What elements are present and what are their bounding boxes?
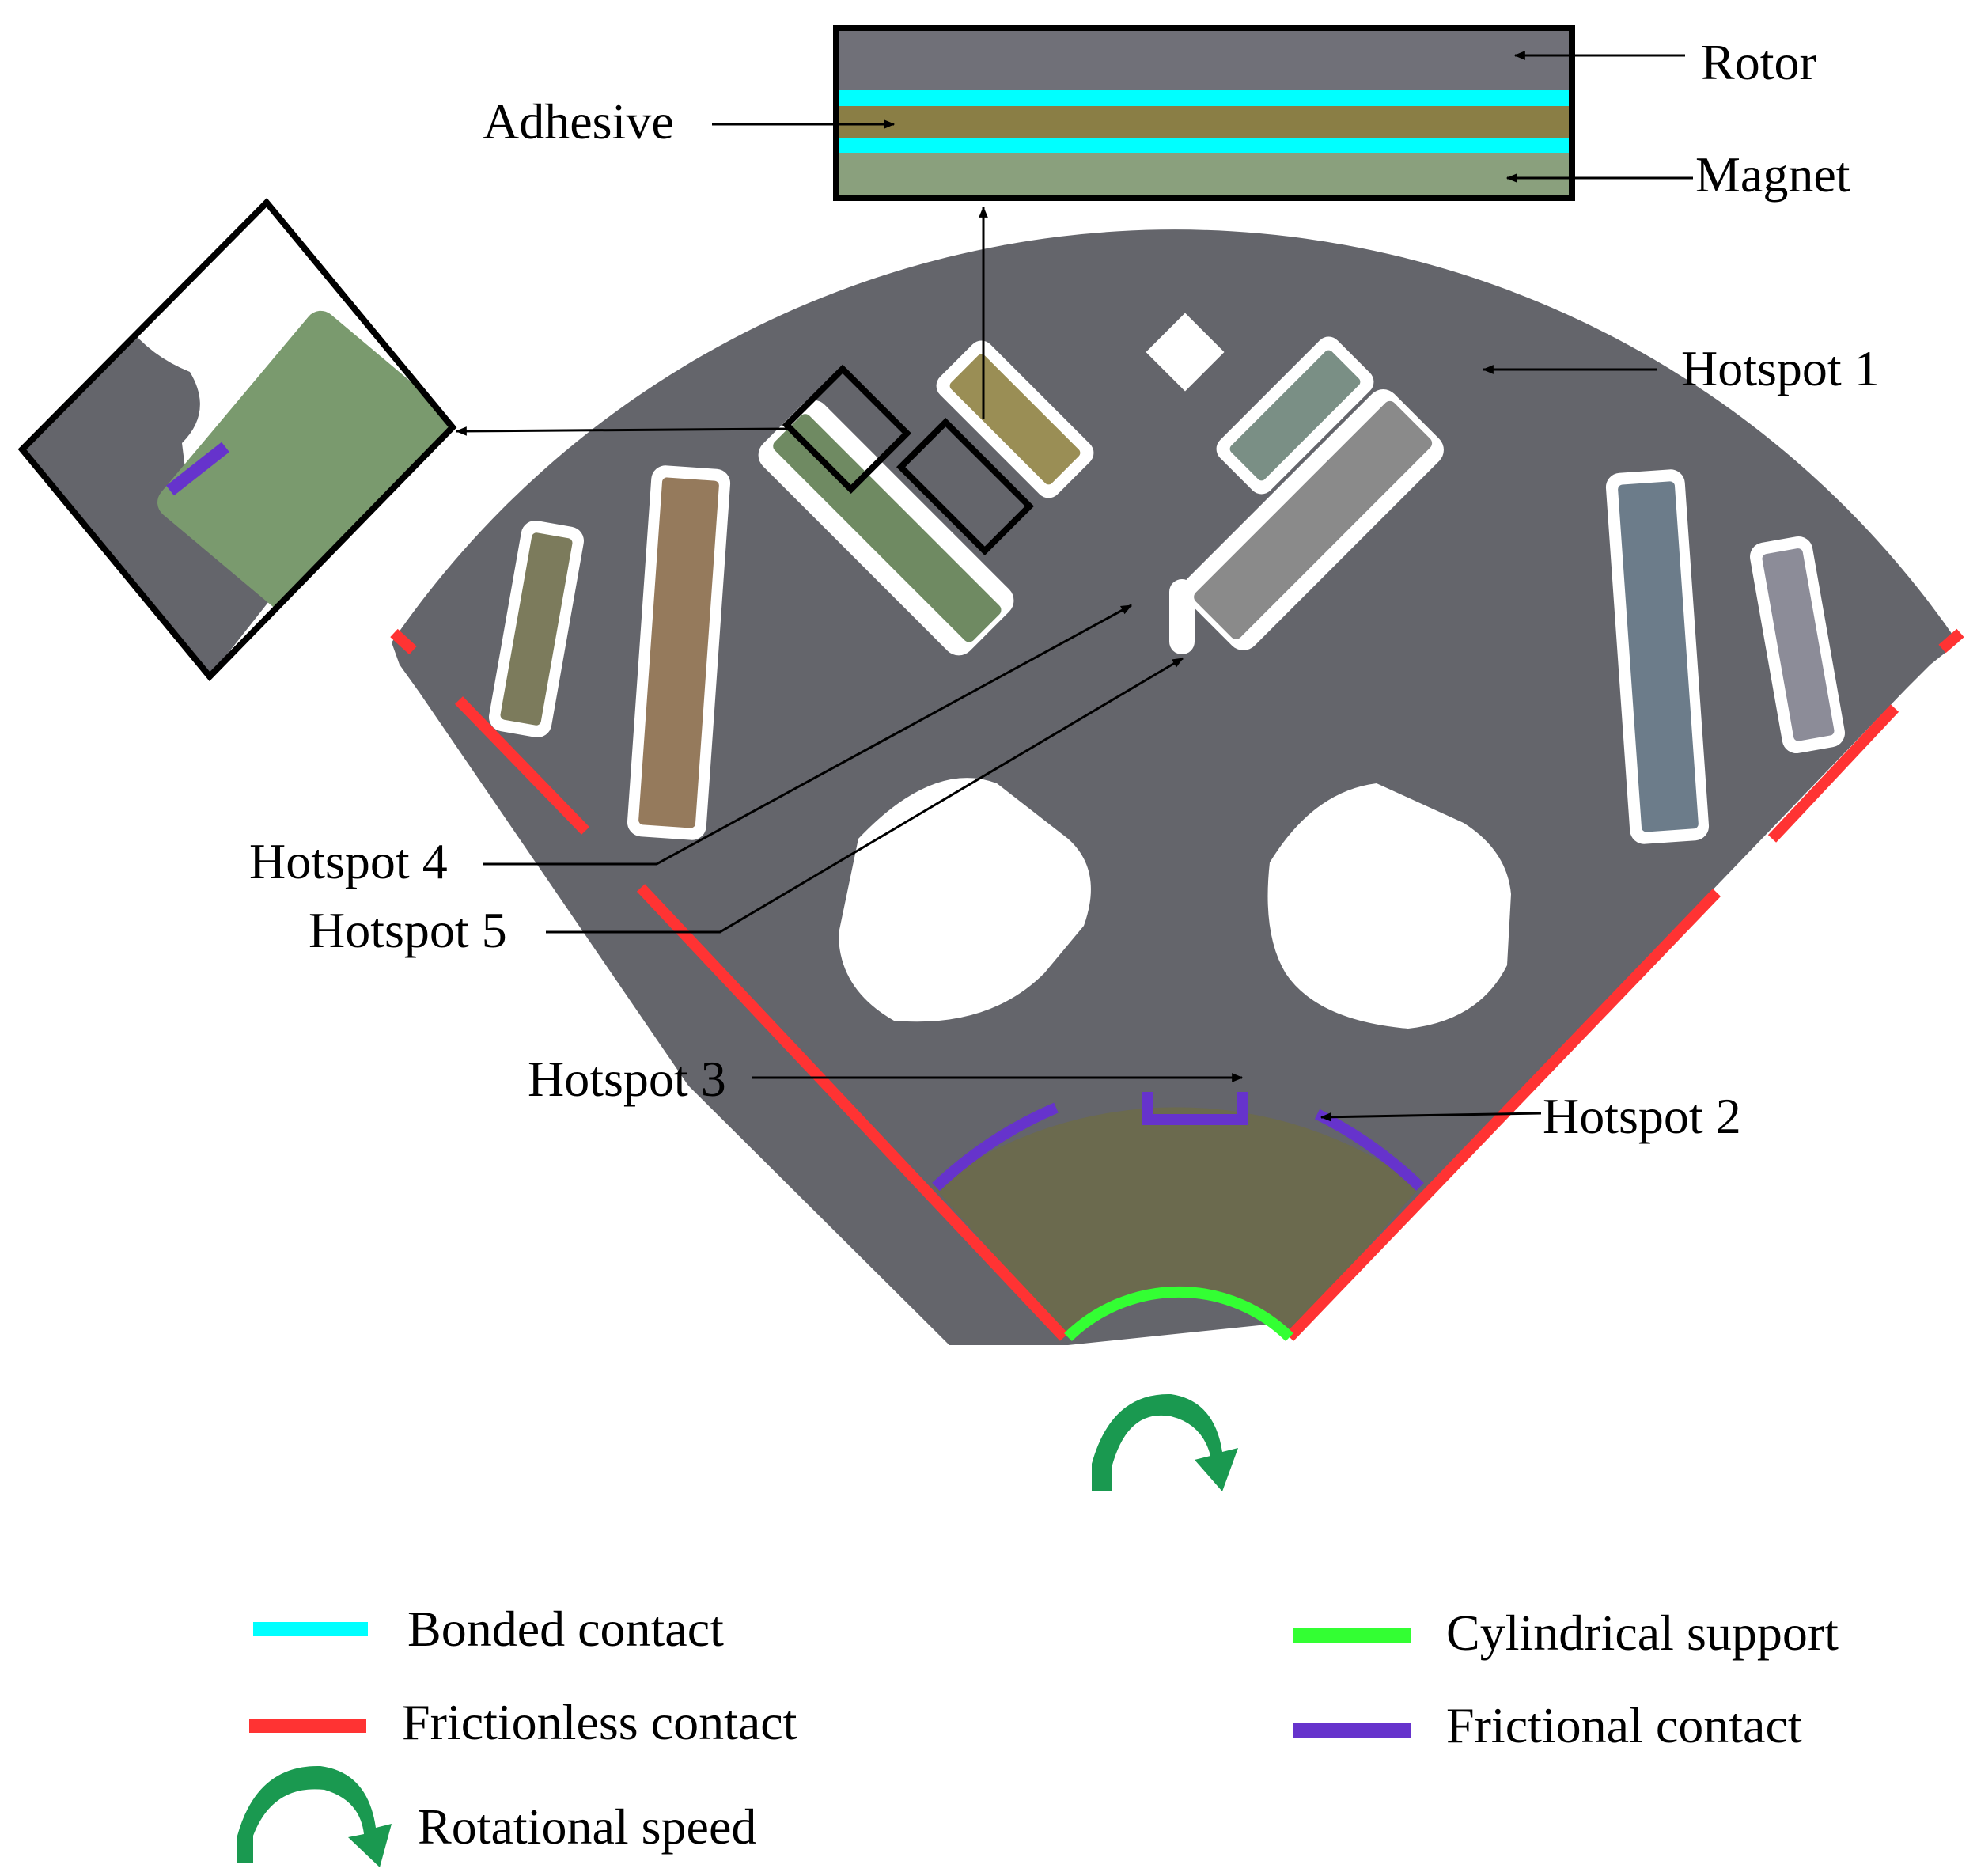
label-adhesive: Adhesive — [483, 93, 674, 150]
legend-label-frictionless: Frictionless contact — [402, 1694, 797, 1750]
rotor-hub — [934, 1107, 1420, 1337]
legend: Bonded contact Frictionless contact Rota… — [237, 1601, 1839, 1867]
cylindrical-support — [1064, 1286, 1293, 1342]
zoom-box-center — [896, 418, 1034, 555]
leader-lines — [455, 51, 1693, 1122]
label-magnet: Magnet — [1695, 146, 1850, 203]
label-hotspot-3: Hotspot 3 — [528, 1051, 726, 1107]
label-hotspot-1: Hotspot 1 — [1681, 340, 1880, 396]
legend-label-frictional: Frictional contact — [1446, 1697, 1802, 1753]
rotor-hole-right — [1267, 783, 1511, 1029]
magnet-diagonal-right — [1194, 400, 1433, 639]
rotor-sector — [390, 229, 1964, 1346]
magnet-vertical-left-large — [638, 477, 719, 828]
corner-inset — [17, 198, 457, 681]
legend-item-frictionless: Frictionless contact — [249, 1694, 797, 1750]
magnet-top-right — [1229, 350, 1361, 481]
label-hotspot-2: Hotspot 2 — [1543, 1088, 1741, 1144]
label-rotor: Rotor — [1701, 34, 1816, 90]
rotor-body — [392, 229, 1958, 1346]
magnet-vertical-right-small — [1762, 548, 1835, 741]
magnets — [500, 350, 1835, 832]
legend-rotation-icon — [237, 1765, 392, 1867]
label-hotspot-5: Hotspot 5 — [309, 902, 507, 958]
legend-item-cylindrical: Cylindrical support — [1293, 1605, 1839, 1661]
legend-label-cylindrical: Cylindrical support — [1446, 1605, 1839, 1661]
rotation-arrow-icon — [1092, 1393, 1238, 1491]
magnet-vertical-left-small — [500, 532, 573, 726]
legend-item-rotational: Rotational speed — [237, 1765, 756, 1867]
layer-inset — [833, 25, 1575, 201]
legend-label-rotational: Rotational speed — [418, 1798, 756, 1855]
zoom-box-left — [782, 364, 912, 495]
magnet-vertical-right-large — [1618, 481, 1699, 832]
legend-item-frictional: Frictional contact — [1293, 1697, 1802, 1753]
rotor-hole-left — [839, 778, 1091, 1022]
label-hotspot-4: Hotspot 4 — [249, 833, 448, 889]
legend-label-bonded: Bonded contact — [407, 1601, 724, 1657]
legend-item-bonded: Bonded contact — [253, 1601, 724, 1657]
